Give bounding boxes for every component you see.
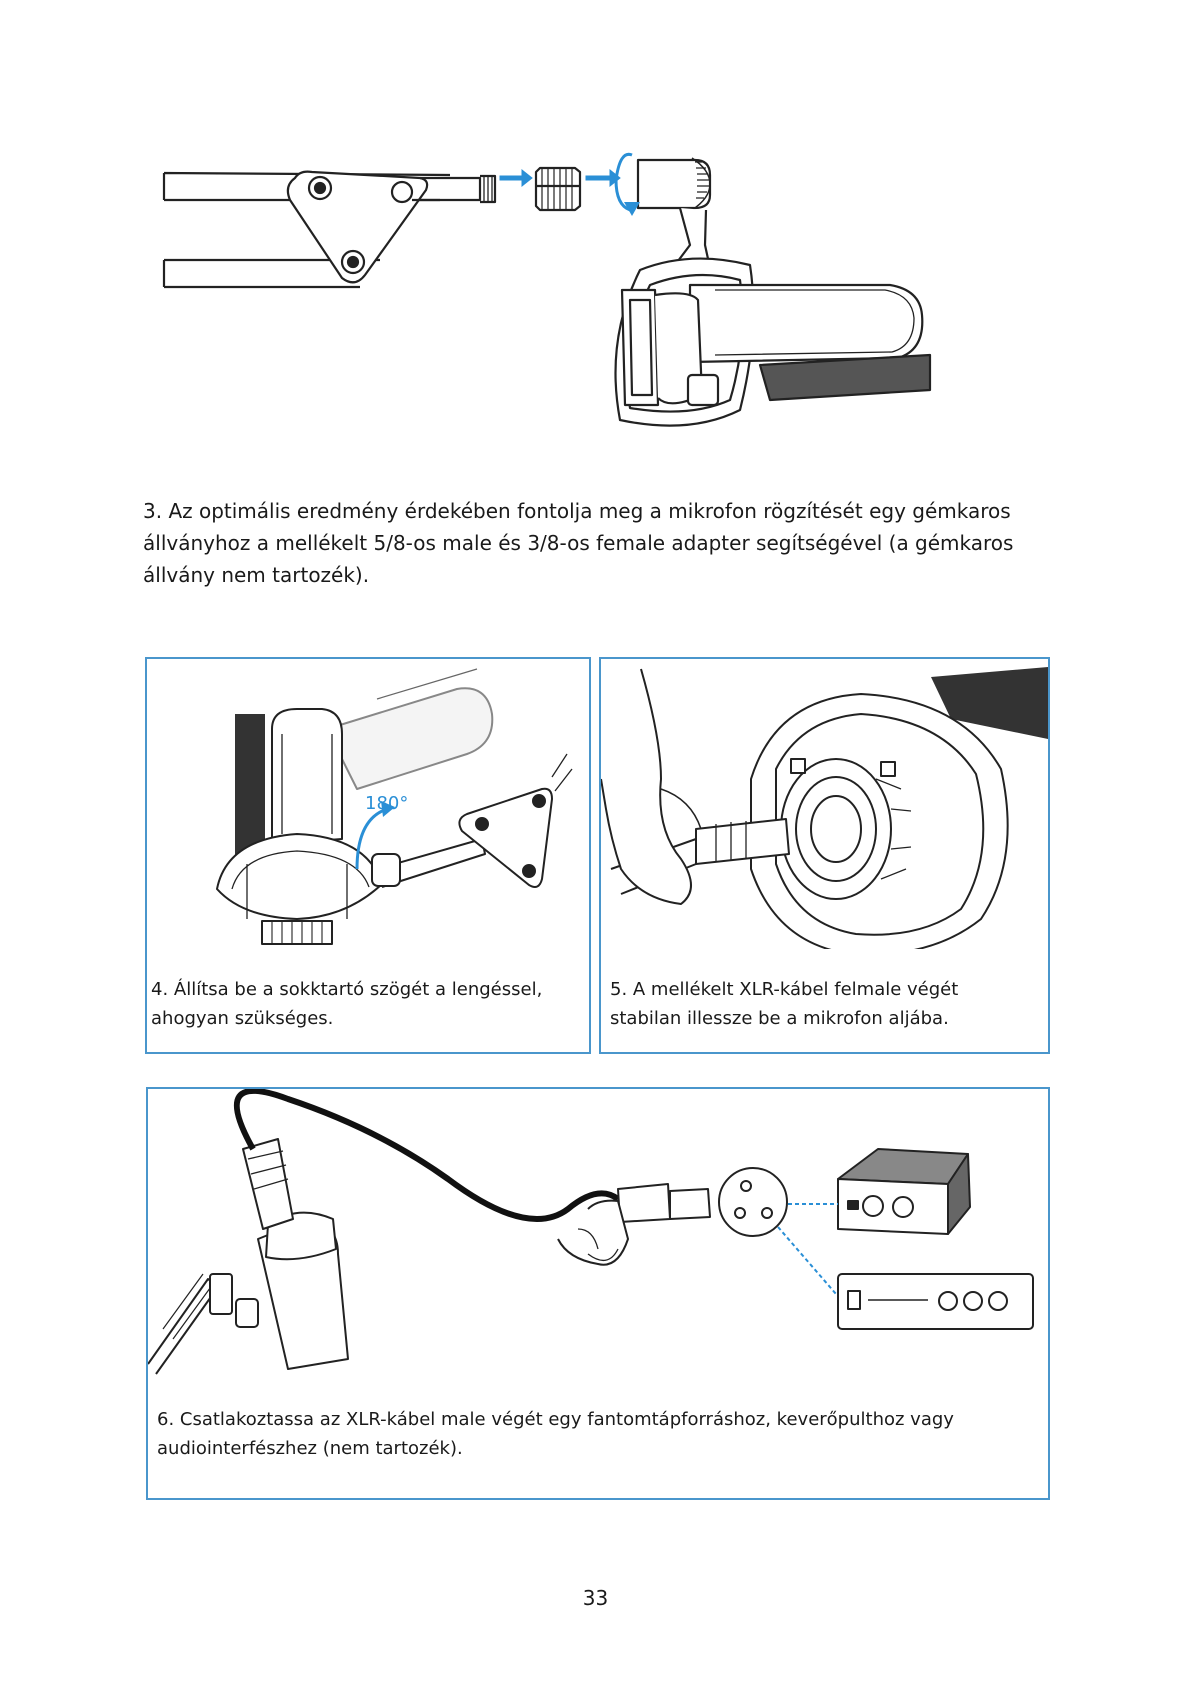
- xlr-cable-insert-illustration: [601, 659, 1048, 949]
- step-3-text: 3. Az optimális eredmény érdekében fonto…: [143, 499, 1014, 587]
- step-5-caption: 5. A mellékelt XLR-kábel felmale végét s…: [610, 979, 959, 1029]
- step-5-panel: 5. A mellékelt XLR-kábel felmale végét s…: [599, 657, 1050, 1054]
- page-number: 33: [582, 1586, 609, 1610]
- step-6-caption: 6. Csatlakoztassa az XLR-kábel male végé…: [157, 1409, 954, 1459]
- shock-mount-angle-illustration: 180°: [147, 659, 589, 959]
- rotation-label: 180°: [365, 793, 408, 814]
- phantom-power-connection-illustration: [148, 1089, 1048, 1389]
- boom-arm-mount-illustration: [150, 150, 1030, 480]
- step-4-caption: 4. Állítsa be a sokktartó szögét a lengé…: [151, 979, 543, 1029]
- step-4-panel: 180° 4. Állítsa be a sokktartó szögét a …: [145, 657, 591, 1054]
- step-6-panel: 6. Csatlakoztassa az XLR-kábel male végé…: [146, 1087, 1050, 1500]
